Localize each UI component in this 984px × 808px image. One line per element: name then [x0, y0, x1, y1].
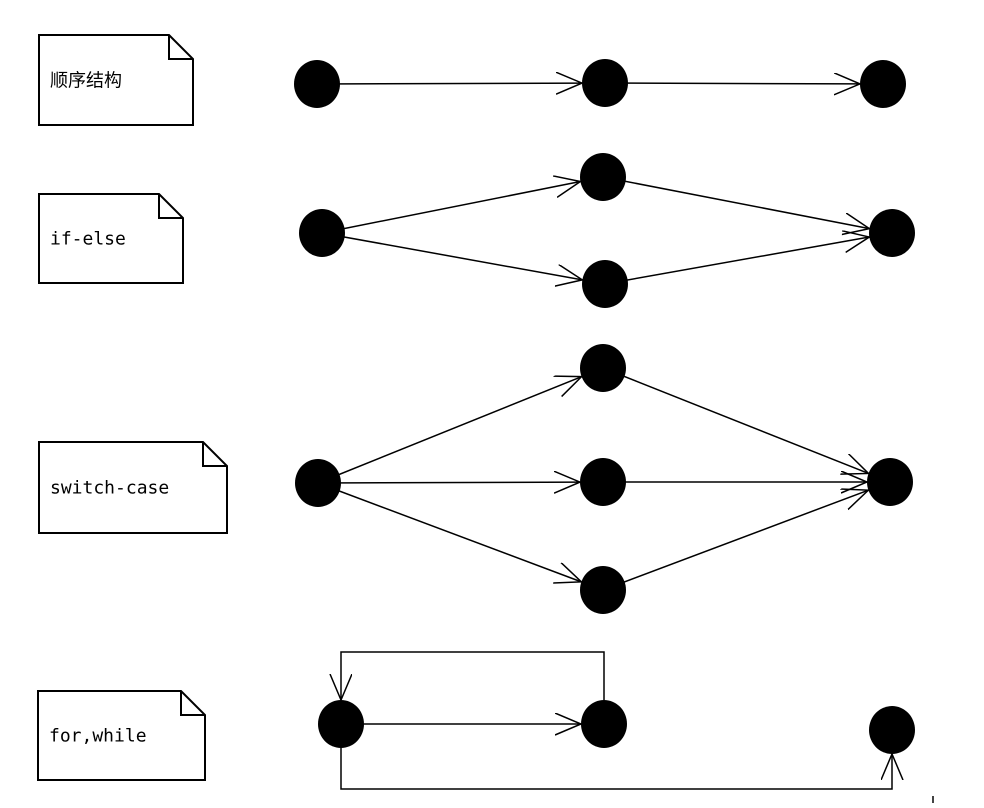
- flow-arrow: [321, 232, 582, 280]
- flow-node: [580, 344, 626, 392]
- flow-arrow: [316, 83, 582, 84]
- stray-mark: [932, 796, 934, 803]
- flow-arrow: [602, 176, 869, 229]
- note-label-sequence: 顺序结构: [50, 71, 122, 92]
- note-label-for-while: for,while: [49, 726, 147, 747]
- note-border: [37, 690, 206, 781]
- flow-arrow: [317, 482, 580, 483]
- flow-arrow: [604, 83, 860, 84]
- flow-node: [869, 209, 915, 257]
- note-fold-icon: [180, 691, 205, 716]
- flow-node: [581, 700, 627, 748]
- note-label-if-else: if-else: [50, 229, 126, 250]
- flow-node: [294, 60, 340, 108]
- flow-graphs: [294, 59, 915, 790]
- note-fold-icon: [202, 442, 227, 467]
- note-switch-case: switch-case: [38, 441, 228, 534]
- note-border: [38, 34, 194, 126]
- if-else-flow: [299, 153, 915, 308]
- switch-case-flow: [295, 344, 913, 614]
- flow-node: [580, 458, 626, 506]
- note-fold-icon: [168, 35, 193, 60]
- flow-node: [869, 706, 915, 754]
- note-fold-icon: [158, 194, 183, 219]
- flow-arrow: [317, 377, 582, 484]
- sequence-flow: [294, 59, 906, 108]
- flow-node: [299, 209, 345, 257]
- loop-exit-edge: [340, 748, 892, 790]
- flow-node: [582, 260, 628, 308]
- note-for-while: for,while: [37, 690, 206, 781]
- flow-arrow: [321, 182, 580, 234]
- flow-node: [582, 59, 628, 107]
- flow-arrow: [602, 367, 869, 473]
- flow-node: [867, 458, 913, 506]
- loop-back-edge: [341, 651, 605, 700]
- flow-node: [580, 566, 626, 614]
- note-border: [38, 193, 184, 284]
- flow-node: [318, 700, 364, 748]
- flow-arrow: [604, 237, 869, 285]
- note-label-switch-case: switch-case: [50, 478, 169, 499]
- note-sequence: 顺序结构: [38, 34, 194, 126]
- flow-arrow: [602, 490, 868, 591]
- flow-node: [580, 153, 626, 201]
- loop-flow: [318, 651, 915, 790]
- flow-node: [295, 459, 341, 507]
- flow-node: [860, 60, 906, 108]
- flow-arrow: [317, 482, 581, 582]
- note-border: [38, 441, 228, 534]
- note-if-else: if-else: [38, 193, 184, 284]
